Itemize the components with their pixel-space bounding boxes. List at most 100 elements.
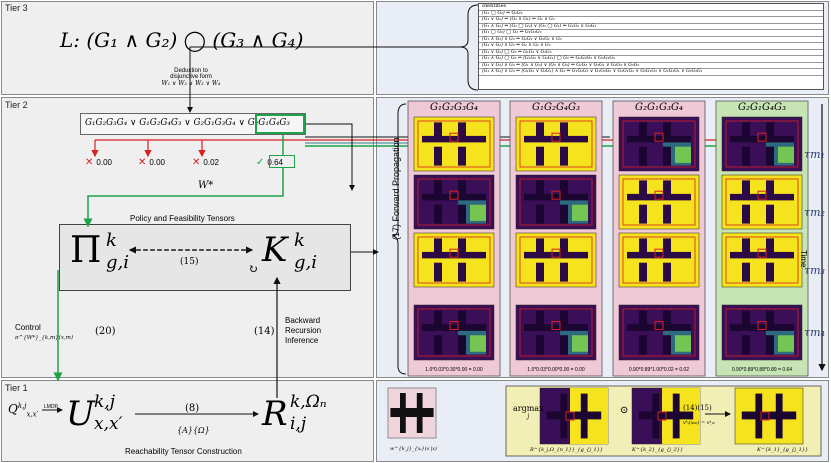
tau-label: τm₄ — [804, 326, 825, 339]
obstacle — [434, 204, 442, 224]
ltl-formula: L: (G₁ ∧ G₂) ◯ (G₃ ∧ G₄) — [60, 28, 304, 52]
control-label: Control — [15, 323, 41, 332]
trajectory-path — [519, 308, 593, 357]
identities-connector — [189, 46, 378, 52]
identity-row: (G₁ ∧ G₂) ⇔ (G₁ ◯ G₂) ∨ (G₂ ◯ G₁) ⇔ G₁G₂… — [479, 24, 823, 30]
identity-row: (G₁ ∨ G₂) ∨ G₃ ⇔ G₁ ∨ G₂ ∨ G₃ — [479, 43, 823, 50]
obstacle — [663, 262, 671, 282]
obstacle — [639, 180, 647, 200]
obstacle — [627, 251, 691, 259]
obstacle — [434, 180, 442, 200]
k-tensor: K k g,i — [262, 230, 317, 273]
value-peak — [675, 146, 691, 163]
obstacle — [742, 335, 750, 355]
obstacle — [458, 335, 466, 355]
trajectory-path — [725, 308, 799, 357]
q-sup: k,j — [17, 402, 27, 410]
obstacle — [458, 238, 466, 258]
control-expr: π^{W*}_{k,m}(x,m) — [15, 335, 74, 341]
forward-brace — [391, 103, 407, 375]
disjunction-to-k-arrow — [306, 123, 355, 191]
identity-row: (G₁ ∧ G₂) ∨ G₃ ⇔ G₁G₂ ∨ G₂G₁ ∨ G₃ — [479, 37, 823, 43]
goal-marker — [654, 132, 664, 142]
example-goal — [565, 411, 575, 421]
grid-cell — [413, 232, 495, 288]
trajectory-path — [417, 120, 491, 168]
odot-symbol: ⊙ — [620, 405, 629, 416]
obstacle — [639, 204, 647, 224]
obstacle — [422, 251, 486, 259]
obstacle — [434, 146, 442, 166]
obstacle — [560, 310, 568, 330]
obstacle — [766, 335, 774, 355]
obstacle — [434, 310, 442, 330]
trajectory-path — [622, 308, 696, 357]
path-score: ✕0.02 — [192, 157, 219, 168]
trajectory-path — [622, 178, 696, 226]
bottom-example-group — [387, 385, 822, 457]
tier3-panel — [1, 1, 374, 95]
trajectory-path — [725, 178, 799, 226]
goal-marker — [757, 248, 767, 258]
obstacle — [458, 262, 466, 282]
obstacle — [627, 135, 691, 143]
obstacle — [766, 122, 774, 142]
value-peak — [470, 204, 486, 221]
forward-prop-text: Forward Propagation — [391, 137, 401, 222]
goal-marker — [654, 321, 664, 330]
identity-row: (G₁ ∨ G₂) ◯ G₃ ⇔ G₁G₃ ∨ G₂G₃ — [479, 50, 823, 56]
score-value: 0.64 — [267, 158, 283, 167]
grid-cell — [618, 232, 700, 288]
obstacle — [536, 335, 544, 355]
obstacle — [434, 122, 442, 142]
value-peak — [778, 335, 794, 352]
obstacle — [663, 146, 671, 166]
eq14-label: (14) — [254, 326, 275, 337]
identities-brace — [459, 4, 479, 91]
value-peak — [470, 335, 486, 352]
obstacle — [742, 238, 750, 258]
grid-cell — [618, 174, 700, 230]
obstacle — [458, 122, 466, 142]
example-goal — [760, 411, 770, 421]
obstacle — [422, 193, 486, 201]
obstacle — [766, 238, 774, 258]
obstacle — [663, 204, 671, 224]
w-obstacle — [390, 408, 434, 417]
tier1-label: Tier 1 — [5, 383, 28, 393]
goal-marker — [551, 321, 561, 330]
trajectory-path — [417, 308, 491, 357]
backward-line3: Inference — [285, 336, 319, 345]
goal-marker — [551, 132, 561, 142]
trajectory-path — [519, 236, 593, 284]
obstacle — [663, 335, 671, 355]
obstacle — [422, 324, 486, 331]
obstacle — [458, 310, 466, 330]
trajectory-path — [417, 236, 491, 284]
obstacle — [560, 335, 568, 355]
value-peak — [675, 335, 691, 352]
goal-marker — [757, 321, 767, 330]
backward-line1: Backward — [285, 316, 321, 325]
obstacle — [766, 180, 774, 200]
grid-cell — [515, 232, 597, 288]
obstacle — [536, 146, 544, 166]
goal-marker — [757, 190, 767, 200]
pi-symbol: Π — [70, 230, 102, 271]
deduction-line3: W₁ ∨ W₂ ∨ W₃ ∨ W₄ — [161, 80, 221, 87]
example-goal — [657, 411, 667, 421]
obstacle — [536, 180, 544, 200]
goal-marker — [551, 248, 561, 258]
tau-label: τm₁ — [804, 148, 825, 161]
goal-marker — [757, 132, 767, 142]
score-value: 0.00 — [149, 158, 165, 167]
tensor-title: Policy and Feasibility Tensors — [130, 214, 235, 223]
column-title: G₁G₂G₄G₃ — [532, 102, 580, 113]
value-peak — [778, 146, 794, 163]
trajectory-path — [519, 178, 593, 226]
argmax-text: argmax — [513, 404, 544, 413]
reachability-caption: Reachability Tensor Construction — [125, 447, 242, 456]
obstacle — [560, 262, 568, 282]
score-value: 0.00 — [96, 158, 112, 167]
